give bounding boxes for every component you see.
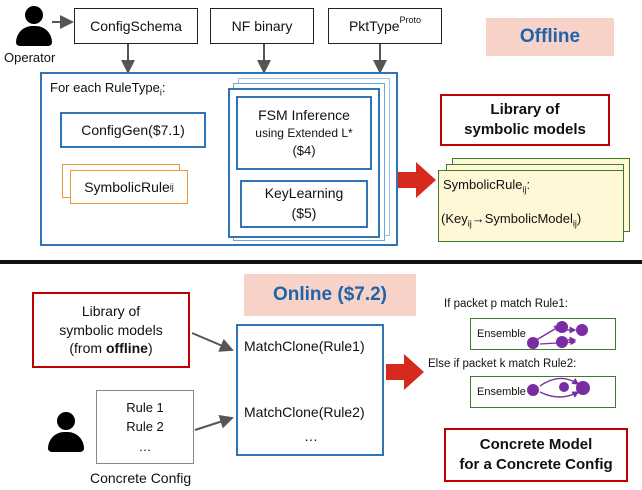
- for-each-label: For each RuleTypei:: [50, 80, 166, 98]
- ensemble-box-2: Ensemble: [470, 376, 616, 408]
- concrete-operator-icon: [48, 412, 84, 452]
- configgen-box: ConfigGen($7.1): [60, 112, 206, 148]
- offline-badge: Offline: [486, 18, 614, 56]
- online-library-box: Library of symbolic models (from offline…: [32, 292, 190, 368]
- configschema-box: ConfigSchema: [74, 8, 198, 44]
- matchclone-rule1: MatchClone(Rule1): [244, 338, 365, 354]
- concrete-config-label: Concrete Config: [90, 470, 192, 486]
- rules-document: Rule 1 Rule 2 …: [96, 390, 194, 464]
- online-badge: Online ($7.2): [244, 274, 416, 316]
- keylearning-box: KeyLearning ($5): [240, 180, 368, 228]
- operator-label: Operator: [4, 50, 56, 65]
- library-to-match-arrow: [191, 332, 234, 352]
- offline-library-box: Library of symbolic models: [440, 94, 610, 146]
- online-red-arrow: [386, 354, 424, 390]
- matchclone-box: [236, 324, 384, 456]
- matchclone-rule2: MatchClone(Rule2): [244, 404, 365, 420]
- ensemble-graph-1: [527, 321, 588, 349]
- output-note: SymbolicRuleij: (Keyij→SymbolicModelij): [438, 170, 624, 242]
- operator-icon: [16, 6, 52, 46]
- if-text: If packet p match Rule1:: [444, 298, 569, 310]
- offline-red-arrow: [398, 162, 436, 198]
- matchclone-ellipsis: …: [304, 428, 318, 444]
- fsm-inference-box: FSM Inference using Extended L* ($4): [236, 96, 372, 170]
- rules-to-match-arrow: [194, 415, 234, 431]
- nfbinary-box: NF binary: [210, 8, 314, 44]
- ensemble-box-1: Ensemble: [470, 318, 616, 350]
- concrete-model-box: Concrete Model for a Concrete Config: [444, 428, 628, 482]
- ensemble-graph-2: [527, 377, 590, 398]
- else-text: Else if packet k match Rule2:: [428, 358, 577, 370]
